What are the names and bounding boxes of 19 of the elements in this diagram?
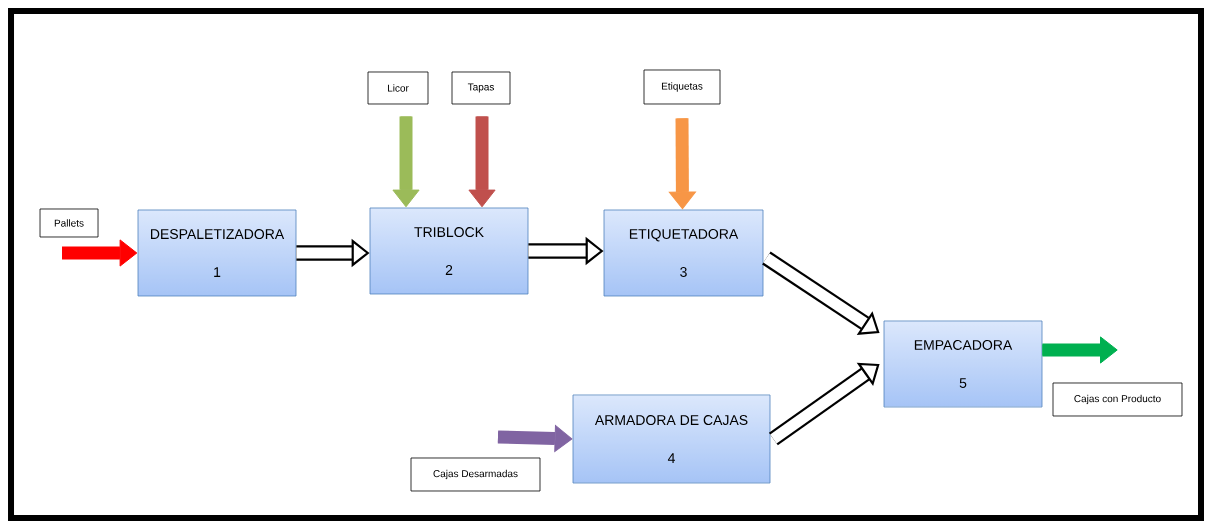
block-arrow: [762, 251, 880, 335]
process-box: EMPACADORA 5: [883, 320, 1043, 408]
process-box: DESPALETIZADORA 1: [137, 209, 297, 297]
block-arrow: [668, 118, 696, 210]
label-box: Etiquetas: [643, 69, 721, 105]
label-box: Cajas con Producto: [1052, 382, 1183, 417]
block-arrow: [392, 116, 420, 208]
process-box: TRIBLOCK 2: [369, 207, 529, 295]
label-box: Licor: [367, 71, 429, 105]
block-arrow: [497, 424, 573, 453]
block-arrow: [62, 239, 138, 267]
block-arrow: [1042, 336, 1118, 364]
label-box: Tapas: [451, 71, 511, 105]
process-box: ETIQUETADORA 3: [603, 209, 764, 297]
label-box: Pallets: [39, 208, 99, 238]
block-arrow: [768, 362, 880, 446]
label-box: Cajas Desarmadas: [410, 457, 541, 492]
block-arrow: [468, 116, 496, 208]
process-box: ARMADORA DE CAJAS 4: [572, 394, 771, 484]
